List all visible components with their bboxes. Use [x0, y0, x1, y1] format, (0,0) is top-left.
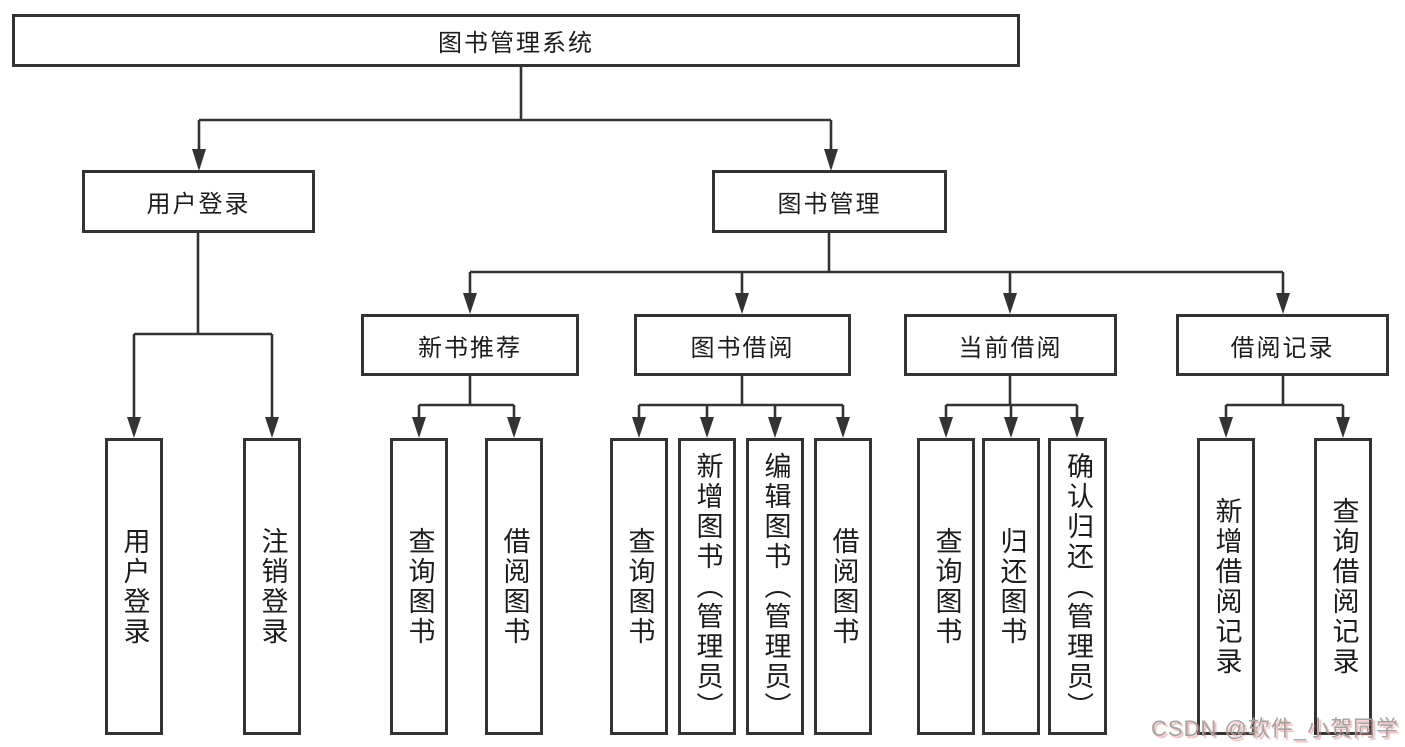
node-label: 图书借阅 — [690, 334, 795, 362]
leaf-label: 查询图书 — [931, 526, 962, 647]
leaf-query-borrow-record: 查询借阅记录 — [1314, 438, 1372, 735]
node-book-borrowing: 图书借阅 — [634, 314, 851, 376]
connector-root-split — [197, 67, 833, 152]
leaf-borrow-books-borrowing: 借阅图书 — [814, 438, 872, 735]
leaf-query-books-current: 查询图书 — [917, 438, 975, 735]
node-label: 新书推荐 — [418, 334, 522, 362]
leaf-confirm-return-admin: 确认归还（管理员） — [1048, 438, 1107, 735]
leaf-label: 归还图书 — [996, 526, 1027, 647]
connector-book-management-children — [468, 233, 1285, 296]
leaf-logout: 注销登录 — [243, 438, 301, 735]
node-label: 图书管理 — [777, 191, 882, 218]
leaf-label: 新增图书（管理员） — [692, 451, 723, 722]
connector-borrowing-records-children — [1224, 376, 1345, 420]
node-label: 图书管理系统 — [438, 30, 594, 57]
leaf-label: 注销登录 — [257, 526, 288, 647]
leaf-label: 借阅图书 — [499, 526, 530, 647]
connector-current-borrowing-children — [944, 376, 1079, 420]
node-current-borrowing: 当前借阅 — [904, 314, 1117, 376]
connector-user-login-children — [132, 233, 274, 420]
leaf-add-books-admin: 新增图书（管理员） — [678, 438, 736, 735]
leaf-return-books: 归还图书 — [982, 438, 1040, 735]
leaf-label: 用户登录 — [119, 526, 150, 647]
connector-new-book-recommendation-children — [417, 376, 516, 420]
node-label: 借阅记录 — [1230, 334, 1335, 362]
leaf-label: 查询图书 — [624, 526, 655, 647]
node-label: 当前借阅 — [958, 334, 1063, 362]
node-book-management-system: 图书管理系统 — [12, 14, 1020, 67]
leaf-user-login: 用户登录 — [105, 438, 163, 735]
leaf-label: 确认归还（管理员） — [1063, 451, 1093, 722]
connector-book-borrowing-children — [637, 376, 845, 420]
leaf-label: 查询图书 — [404, 526, 435, 647]
node-user-login: 用户登录 — [82, 170, 315, 233]
leaf-label: 新增借阅记录 — [1211, 496, 1242, 677]
leaf-query-books-borrowing: 查询图书 — [610, 438, 668, 735]
node-book-management: 图书管理 — [712, 170, 947, 233]
node-label: 用户登录 — [146, 191, 251, 218]
leaf-add-borrow-record: 新增借阅记录 — [1197, 438, 1255, 735]
leaf-label: 编辑图书（管理员） — [760, 451, 791, 722]
leaf-label: 查询借阅记录 — [1328, 496, 1359, 677]
leaf-query-books-recommend: 查询图书 — [390, 438, 448, 735]
leaf-label: 借阅图书 — [828, 526, 859, 647]
leaf-borrow-books-recommend: 借阅图书 — [485, 438, 543, 735]
leaf-edit-books-admin: 编辑图书（管理员） — [746, 438, 804, 735]
node-borrowing-records: 借阅记录 — [1176, 314, 1389, 376]
node-new-book-recommendation: 新书推荐 — [361, 314, 579, 376]
csdn-watermark: CSDN @软件_小贺同学 — [1150, 716, 1399, 741]
